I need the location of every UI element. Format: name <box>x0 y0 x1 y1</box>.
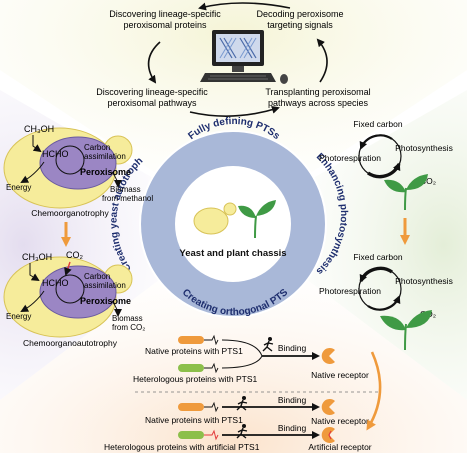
photosynthesis-arrow-2 <box>367 295 401 311</box>
discover-pathways-line2: peroxisomal pathways <box>107 98 197 108</box>
fixed-carbon-2: Fixed carbon <box>353 252 402 262</box>
carbon-cycle-1 <box>55 145 85 175</box>
biomass-arrow-1 <box>111 171 122 188</box>
carbon-assim-1-line2: assimilation <box>84 152 126 161</box>
co2-label-left: CO₂ <box>66 250 84 260</box>
artificial-pts1-signal <box>204 429 219 441</box>
native-receptor-icon-2 <box>321 398 335 415</box>
hetero-protein-tag <box>178 364 204 372</box>
photorespiration-arrow-2 <box>359 266 393 283</box>
biomass-1-line2: from methanol <box>102 194 153 203</box>
center-ring: Fully defining PTSs Enhancing photosynth… <box>109 116 349 318</box>
biomass-arrow-2 <box>111 300 122 317</box>
binding-label-3: Binding <box>278 423 307 433</box>
decode-signals-line2: targeting signals <box>267 20 333 30</box>
native-pts1-label-1: Native proteins with PTS1 <box>145 346 243 356</box>
cycle-arrow-bottom <box>189 105 280 117</box>
discover-proteins-line1: Discovering lineage-specific <box>109 9 221 19</box>
pts1-signal-1 <box>204 334 219 346</box>
carbon-assim-1-line1: Carbon <box>84 143 110 152</box>
peroxisome-label-2: Peroxisome <box>80 296 131 306</box>
transition-arrow-bottom <box>366 351 382 431</box>
biomass-2-line1: Biomass <box>112 314 143 323</box>
hetero-pts1-label: Heterologous proteins with PTS1 <box>133 374 258 384</box>
cycle-arrow-right <box>316 38 328 83</box>
top-panel: Discovering lineage-specific peroxisomal… <box>96 2 371 117</box>
binding-label-1: Binding <box>278 343 307 353</box>
discover-proteins-line2: peroxisomal proteins <box>123 20 207 30</box>
native-receptor-label-2: Native receptor <box>311 416 369 426</box>
ch3oh-arrow-1 <box>32 135 42 153</box>
peroxisome-label-1: Peroxisome <box>80 167 131 177</box>
artificial-receptor-label: Artificial receptor <box>308 442 371 452</box>
transplant-pathways-line1: Transplanting peroxisomal <box>265 87 370 97</box>
fixed-carbon-1: Fixed carbon <box>353 119 402 129</box>
biomass-2-line2: from CO₂ <box>112 323 145 332</box>
right-tint <box>233 90 467 400</box>
artificial-receptor-mark <box>328 430 332 440</box>
energy-arrow-1 <box>20 161 45 183</box>
ch3oh-arrow-2 <box>29 263 40 282</box>
yeast-cell-chemoorganotrophy <box>3 127 133 209</box>
pts1-signal-3 <box>204 401 219 413</box>
energy-label-1: Energy <box>6 183 31 192</box>
plant-seedling-icon <box>238 200 276 239</box>
hcho-label-2: HCHO <box>42 278 69 288</box>
energy-arrow-2 <box>20 290 45 312</box>
cycle-arrow-left <box>147 41 161 84</box>
leaf-icon-2 <box>380 310 432 351</box>
ch3oh-label-1: CH₃OH <box>24 124 54 134</box>
yeast-cell-icon <box>193 202 237 235</box>
discover-pathways-line1: Discovering lineage-specific <box>96 87 208 97</box>
bottom-panel: Native proteins with PTS1 Heterologous p… <box>104 334 382 452</box>
native-receptor-label-1: Native receptor <box>311 370 369 380</box>
chassis-label: Yeast and plant chassis <box>179 248 286 259</box>
hetero-artificial-label: Heterologous proteins with artificial PT… <box>104 442 260 452</box>
runner-icon-3 <box>236 424 248 439</box>
caption-chemoorganotrophy: Chemoorganotrophy <box>31 208 109 218</box>
energy-label-2: Energy <box>6 312 31 321</box>
photosynthesis-label-2: Photosynthesis <box>395 276 453 286</box>
top-tint <box>0 0 467 224</box>
binding-label-2: Binding <box>278 395 307 405</box>
ch3oh-label-2: CH₃OH <box>22 252 52 262</box>
photosynthesis-arrow-1 <box>367 162 401 179</box>
co2-arrow-red <box>64 261 72 276</box>
merge-bracket <box>221 339 263 369</box>
carbon-cycle-2 <box>55 274 85 304</box>
caption-chemoorganoautotrophy: Chemoorganoautotrophy <box>23 338 118 348</box>
left-panel: CH₃OH HCHO Carbon assimilation Peroxisom… <box>3 124 153 348</box>
right-panel: Fixed carbon Photorespiration Photosynth… <box>319 119 453 351</box>
leaf-icon-1 <box>384 174 428 211</box>
native-pts1-label-2: Native proteins with PTS1 <box>145 415 243 425</box>
computer-icon <box>200 30 288 84</box>
transplant-pathways-line2: pathways across species <box>268 98 369 108</box>
hetero-artificial-tag <box>178 431 204 439</box>
runner-icon-2 <box>236 396 248 411</box>
biomass-1-line1: Biomass <box>110 185 141 194</box>
cycle-arrow-top <box>198 2 291 11</box>
native-protein-tag-1 <box>178 336 204 344</box>
photorespiration-arrow-1 <box>359 134 393 150</box>
photorespiration-label-1: Photorespiration <box>319 153 381 163</box>
bottom-tint <box>0 224 467 453</box>
carbon-assim-2-line1: Carbon <box>84 272 110 281</box>
carbon-assim-2-line2: assimilation <box>84 281 126 290</box>
pts1-signal-2 <box>204 362 219 374</box>
native-receptor-icon-1 <box>321 347 335 364</box>
photosynthesis-label-1: Photosynthesis <box>395 143 453 153</box>
co2-label-right-1: CO₂ <box>420 176 436 186</box>
decode-signals-line1: Decoding peroxisome <box>256 9 343 19</box>
hcho-label-1: HCHO <box>42 149 69 159</box>
native-protein-tag-2 <box>178 403 204 411</box>
photorespiration-label-2: Photorespiration <box>319 286 381 296</box>
runner-icon-1 <box>262 337 274 352</box>
